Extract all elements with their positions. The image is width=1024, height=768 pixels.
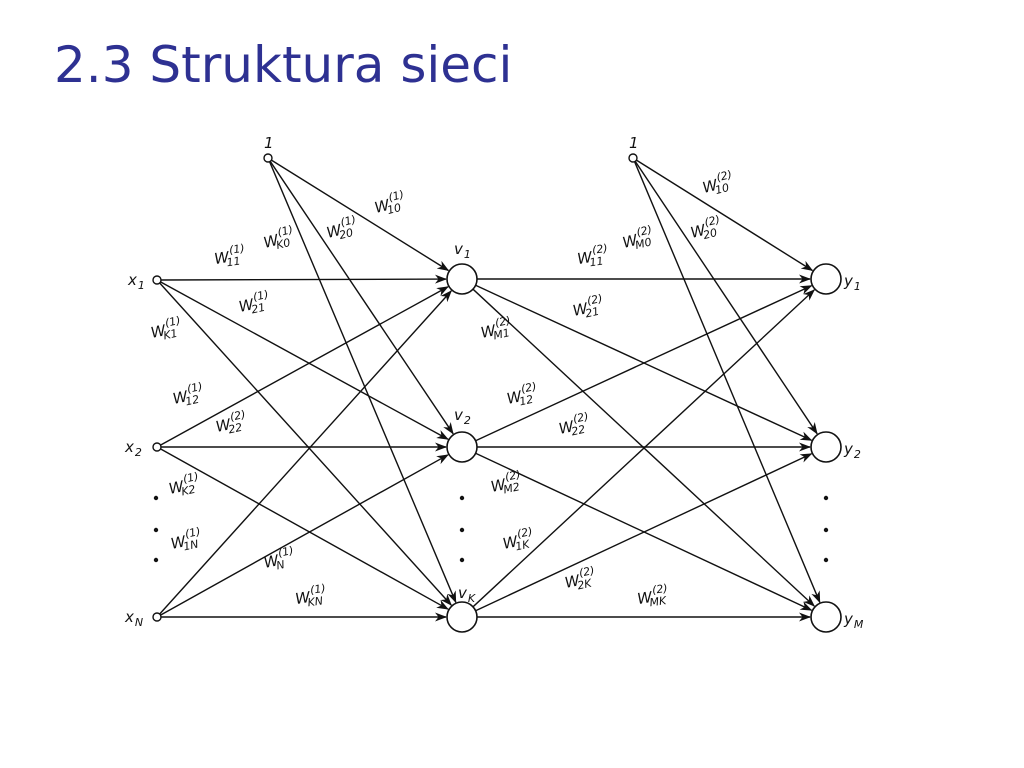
label-w1-1N: W(1)1N <box>168 525 204 556</box>
label-w2-11: W(2)11 <box>575 242 610 271</box>
label-x2: x2 <box>124 438 142 459</box>
edge-x2-vK <box>160 448 449 610</box>
bias-node-b1 <box>263 153 273 163</box>
edge-v2-y1 <box>475 285 813 442</box>
label-vK: vK <box>458 584 476 605</box>
edge-b1-vK <box>268 161 457 604</box>
label-w2-M0: W(2)M0 <box>620 223 657 255</box>
ellipsis-dot <box>153 495 159 501</box>
edge-xN-v2 <box>160 454 449 616</box>
label-w1-K2: W(1)K2 <box>166 470 202 501</box>
label-yM: yM <box>843 610 864 631</box>
label-w1-K0: W(1)K0 <box>261 223 298 255</box>
label-w2-2K: W(2)2K <box>562 564 598 595</box>
label-w2-MK: W(2)MK <box>635 582 670 611</box>
edge-x1-v2 <box>160 281 449 440</box>
label-w2-10: W(2)10 <box>700 168 737 200</box>
hidden-neuron-vK <box>446 601 478 633</box>
edge-b2-y1 <box>636 159 814 272</box>
label-w2-20: W(2)20 <box>688 213 725 245</box>
label-w1-KN: W(1)KN <box>293 582 328 611</box>
label-w1-K1: W(1)K1 <box>148 314 184 345</box>
edge-x1-vK <box>159 282 452 606</box>
label-w2-1K: W(2)1K <box>500 525 536 556</box>
label-w2-M2: W(2)M2 <box>488 468 524 499</box>
bias-node-b2 <box>628 153 638 163</box>
network-nodes <box>152 153 842 633</box>
edge-b1-v2 <box>269 160 454 435</box>
label-w1-10: W(1)10 <box>372 188 409 220</box>
bias-label-layer1: 1 <box>264 134 274 152</box>
label-w1-N: W(1)N <box>261 544 297 575</box>
label-y2: y2 <box>843 440 861 461</box>
label-w1-21: W(1)21 <box>236 288 272 319</box>
label-w1-11: W(1)11 <box>212 242 247 271</box>
edge-x1-v1 <box>160 274 447 284</box>
ellipsis-dot <box>459 527 465 533</box>
page-title: 2.3 Struktura sieci <box>54 36 513 94</box>
label-w1-20: W(1)20 <box>324 213 361 245</box>
output-neuron-y1 <box>810 263 842 295</box>
edge-xN-v1 <box>159 290 452 615</box>
label-w1-22: W(2)22 <box>213 408 249 439</box>
label-xN: xN <box>124 608 143 629</box>
hidden-neuron-v2 <box>446 431 478 463</box>
label-w2-22: W(2)22 <box>556 410 592 441</box>
label-v1: v1 <box>454 240 471 261</box>
label-x1: x1 <box>127 271 145 292</box>
label-w1-12: W(1)12 <box>170 380 206 411</box>
label-w2-21: W(2)21 <box>570 292 606 323</box>
output-neuron-yM <box>810 601 842 633</box>
ellipsis-dot <box>823 527 829 533</box>
output-neuron-y2 <box>810 431 842 463</box>
input-node-x1 <box>152 275 162 285</box>
edge-b1-v1 <box>271 159 450 272</box>
ellipsis-dot <box>153 527 159 533</box>
input-node-xN <box>152 612 162 622</box>
edge-x2-v1 <box>160 286 449 446</box>
label-w2-M1: W(2)M1 <box>478 314 514 345</box>
ellipsis-dots <box>153 495 829 563</box>
edge-b2-yM <box>633 161 821 604</box>
ellipsis-dot <box>153 557 159 563</box>
edge-vK-y2 <box>475 453 813 612</box>
ellipsis-dot <box>459 557 465 563</box>
input-node-x2 <box>152 442 162 452</box>
hidden-neuron-v1 <box>446 263 478 295</box>
label-y1: y1 <box>843 272 861 293</box>
connection-lines <box>159 159 821 622</box>
ellipsis-dot <box>823 495 829 501</box>
ellipsis-dot <box>459 495 465 501</box>
ellipsis-dot <box>823 557 829 563</box>
label-w2-12: W(2)12 <box>504 380 540 411</box>
edge-b2-y2 <box>634 160 818 435</box>
edge-vK-y1 <box>472 289 816 608</box>
bias-label-layer2: 1 <box>629 134 639 152</box>
label-v2: v2 <box>454 406 471 427</box>
